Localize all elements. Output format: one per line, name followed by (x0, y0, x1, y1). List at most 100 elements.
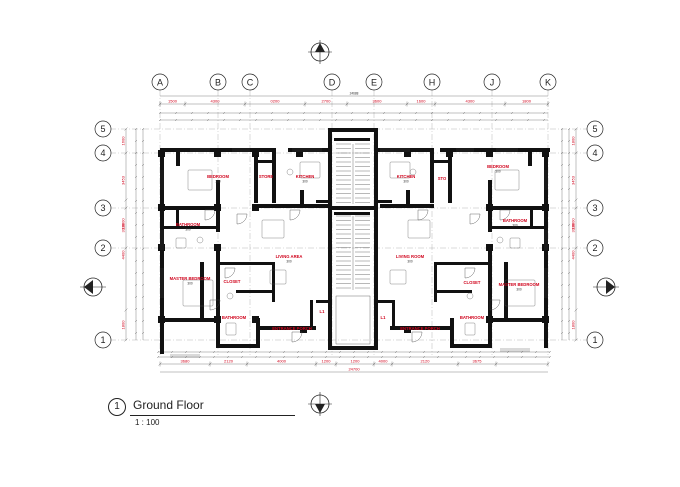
fixture-outline (407, 219, 431, 239)
wall-segment (488, 318, 548, 322)
door-swing (464, 267, 476, 279)
grid-bubble-row-5-right: 5 (586, 120, 604, 138)
dimension-label: 13000 (571, 218, 576, 230)
grid-bubble-col-B: B (209, 73, 227, 91)
svg-text:A: A (157, 78, 163, 88)
dimension-label: 4000 (379, 359, 389, 364)
wall-segment (256, 326, 316, 330)
wall-segment (380, 204, 434, 208)
room-number: 300 (403, 180, 409, 184)
dimension-label: 4400 (571, 250, 576, 260)
fixture-outline (175, 237, 187, 249)
wall-segment (256, 148, 272, 152)
dimension-label: 1800 (522, 99, 532, 104)
wall-segment (390, 326, 450, 330)
svg-text:1: 1 (100, 335, 105, 345)
structural-column (252, 204, 259, 211)
room-number: 300 (302, 180, 308, 184)
structural-column (252, 150, 259, 157)
fixture-outline (494, 169, 520, 191)
wall-segment (544, 318, 548, 348)
wall-segment (160, 318, 164, 354)
fixture-basin (496, 236, 504, 244)
wall-segment (450, 344, 492, 348)
grid-bubble-row-3-left: 3 (94, 199, 112, 217)
wall-segment (378, 300, 392, 303)
room-label: CLOSET (224, 279, 241, 284)
wall-segment (434, 262, 437, 302)
walls (158, 128, 550, 354)
fixture-outline (261, 219, 285, 239)
svg-text:D: D (329, 78, 336, 88)
door-swing (291, 331, 303, 343)
wall-segment (430, 148, 434, 203)
door-swing (209, 299, 221, 311)
svg-text:J: J (490, 78, 495, 88)
view-number: 1 (108, 398, 126, 416)
door-swing (224, 267, 236, 279)
section-marker-left-icon (80, 277, 106, 297)
dimension-label: 3680 (181, 359, 191, 364)
dimension-label: 1800 (571, 136, 576, 146)
structural-column (214, 244, 221, 251)
room-label: CLOSET (464, 280, 481, 285)
dimension-label: 2700 (322, 99, 332, 104)
structural-column (486, 150, 493, 157)
room-number: 300 (512, 224, 518, 228)
structural-column (542, 244, 549, 251)
dimension-label: 1200 (322, 359, 332, 364)
north-arrow-top-icon (308, 40, 332, 64)
dimension-label: 1800 (571, 320, 576, 330)
fixture-outline (269, 269, 287, 285)
wall-segment (160, 148, 260, 152)
fixture-outline (509, 237, 521, 249)
structural-column (214, 150, 221, 157)
fixture-outline (225, 322, 237, 336)
fixture-basin (466, 292, 474, 300)
dimension-label: 4000 (277, 359, 287, 364)
fixture-outline (187, 169, 213, 191)
wall-segment (504, 262, 508, 318)
dimension-label: 4300 (466, 99, 476, 104)
wall-segment (378, 200, 392, 203)
room-label: BATHROOM (222, 315, 247, 320)
view-scale: 1 : 100 (135, 418, 160, 427)
room-number: 300 (215, 180, 221, 184)
structural-column (404, 326, 411, 333)
svg-text:3: 3 (592, 203, 597, 213)
wall-segment (176, 148, 180, 166)
grid-bubble-col-E: E (365, 73, 383, 91)
stair-landing (335, 295, 371, 345)
wall-segment (160, 206, 220, 210)
grid-bubble-row-1-left: 1 (94, 331, 112, 349)
structural-column (158, 150, 165, 157)
grid-bubble-col-K: K (539, 73, 557, 91)
dimension-label: 3453 (571, 175, 576, 185)
grid-bubble-row-1-right: 1 (586, 331, 604, 349)
wall-segment (488, 226, 548, 229)
structural-column (158, 244, 165, 251)
dimension-label: 1600 (121, 136, 126, 146)
structural-column (404, 150, 411, 157)
svg-text:4: 4 (100, 148, 105, 158)
room-number: 300 (495, 170, 501, 174)
structural-column (486, 316, 493, 323)
dimension-label: 3453 (121, 175, 126, 185)
door-swing (236, 213, 248, 225)
dimension-label: 3338 (571, 223, 576, 233)
structural-column (158, 316, 165, 323)
grid-bubble-row-2-left: 2 (94, 239, 112, 257)
door-swing (469, 213, 481, 225)
dimension-label: 4400 (121, 250, 126, 260)
wall-segment (288, 148, 332, 152)
svg-text:B: B (215, 78, 221, 88)
fixture-outline (299, 161, 321, 179)
wall-segment (528, 148, 532, 166)
grid-bubble-row-4-right: 4 (586, 144, 604, 162)
north-arrow-bottom-icon (308, 392, 332, 416)
room-label: BEDROOM (207, 174, 229, 179)
overall-dimension-bottom: 24700 (348, 367, 360, 372)
wall-segment (310, 300, 313, 328)
wall-segment (488, 318, 492, 348)
grid-bubble-col-D: D (323, 73, 341, 91)
